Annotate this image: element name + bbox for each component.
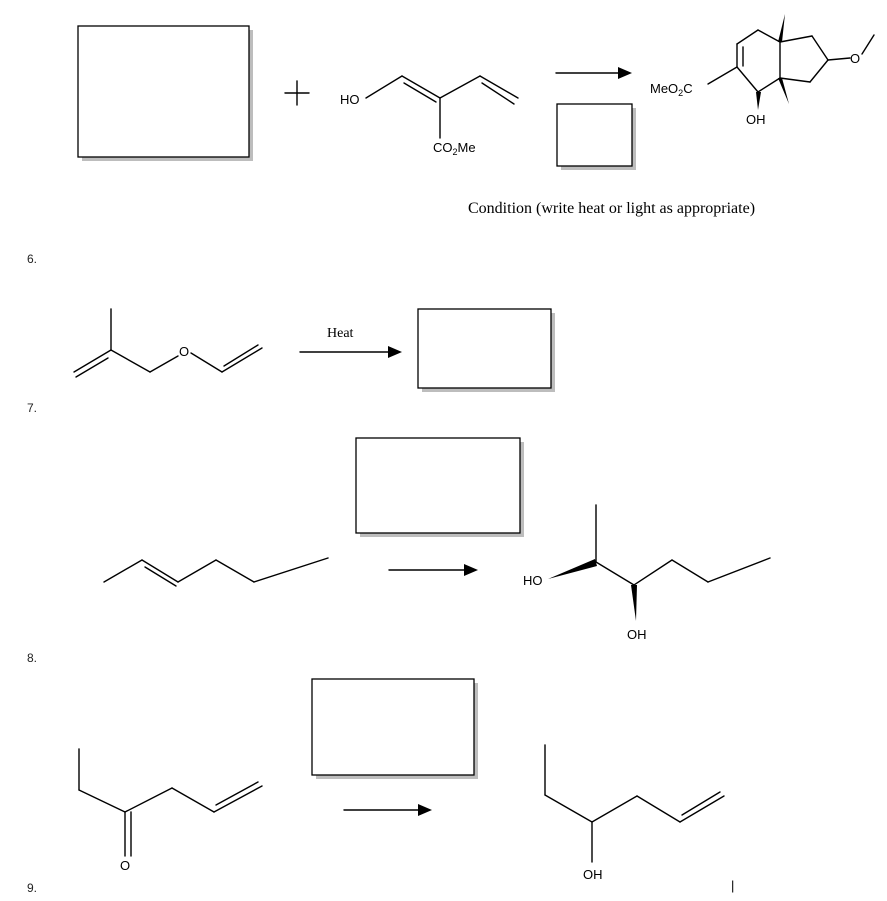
problem-number-9: 9. bbox=[27, 881, 37, 895]
problem-number-8: 8. bbox=[27, 651, 37, 665]
arrow-label-heat: Heat bbox=[327, 326, 354, 341]
diol-bottom-hydroxyl: OH bbox=[627, 627, 647, 642]
product-alcohol: OH bbox=[544, 744, 725, 882]
ether-oxygen: O bbox=[179, 344, 189, 359]
product-methoxy-oxygen: O bbox=[850, 51, 860, 66]
plus-sign bbox=[284, 80, 310, 106]
reaction-arrow bbox=[388, 564, 478, 576]
diol-left-hydroxyl: HO bbox=[523, 573, 543, 588]
reactant-alkene bbox=[103, 557, 329, 587]
problem-diels-alder: HO CO2Me MeO2C bbox=[77, 14, 875, 217]
reaction-arrow bbox=[343, 804, 432, 816]
answer-box-reagent[interactable] bbox=[311, 678, 478, 779]
problem-dihydroxylation: HO OH bbox=[103, 437, 771, 642]
product-hydroxyl-label: OH bbox=[746, 112, 766, 127]
answer-box-product[interactable] bbox=[417, 308, 555, 392]
problem-number-6: 6. bbox=[27, 252, 37, 266]
condition-caption: Condition (write heat or light as approp… bbox=[468, 200, 755, 217]
reaction-arrow bbox=[299, 346, 402, 358]
problem-reduction: O OH bbox=[78, 678, 725, 882]
problem-claisen: O Heat bbox=[73, 308, 555, 392]
reagent-ester-label: CO2Me bbox=[433, 140, 476, 157]
text-cursor: | bbox=[731, 878, 734, 893]
product-ester-label: MeO2C bbox=[650, 81, 693, 98]
alcohol-hydroxyl: OH bbox=[583, 867, 603, 882]
product-bicyclic: MeO2C O OH bbox=[650, 14, 875, 127]
reactant-ketone: O bbox=[78, 748, 263, 873]
reagent-hydroxyl-label: HO bbox=[340, 92, 360, 107]
answer-box-reagent[interactable] bbox=[355, 437, 524, 537]
answer-box-diene[interactable] bbox=[77, 25, 253, 161]
reagent-dienophile: HO CO2Me bbox=[340, 75, 519, 157]
reactant-allyl-vinyl-ether: O bbox=[73, 308, 263, 378]
product-diol: HO OH bbox=[523, 504, 771, 642]
problem-number-7: 7. bbox=[27, 401, 37, 415]
reaction-arrow bbox=[555, 67, 632, 79]
ketone-oxygen: O bbox=[120, 858, 130, 873]
answer-box-condition[interactable] bbox=[556, 103, 636, 170]
